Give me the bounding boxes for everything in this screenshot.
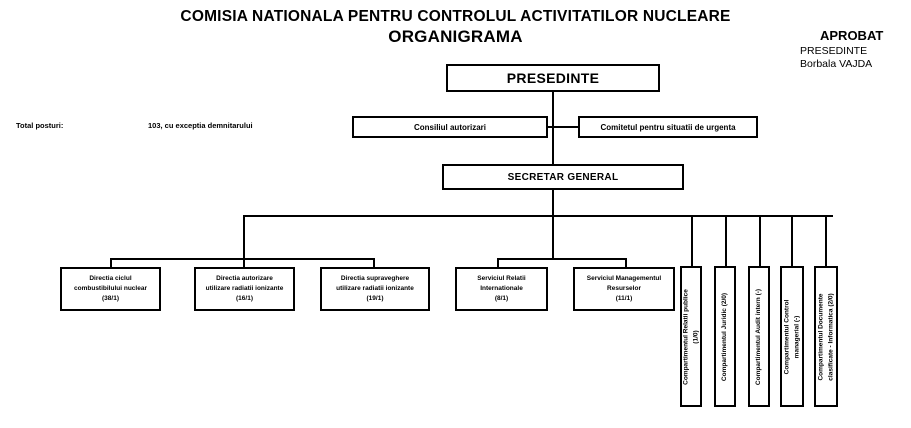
connector-mid-subbus — [497, 258, 627, 260]
dept-count: (8/1) — [494, 295, 509, 303]
connector-main-bus — [243, 215, 833, 217]
total-posts-value: 103, cu exceptia demnitarului — [148, 121, 253, 130]
dept-count: (11/1) — [615, 295, 633, 303]
total-posts-label: Total posturi: — [16, 121, 64, 130]
node-compartimentul-audit-intern[interactable]: Compartimentul Audit intern (-) — [748, 266, 770, 407]
dept-line2: utilizare radiatii ionizante — [336, 284, 414, 292]
dept-line1: Directia supraveghere — [340, 274, 410, 282]
connector-comp-2 — [725, 215, 727, 267]
dept-line1: Directia ciclul — [89, 274, 132, 282]
node-comitetul-situatii-urgenta[interactable]: Comitetul pentru situatii de urgenta — [578, 116, 758, 138]
page-subtitle: ORGANIGRAMA — [388, 27, 523, 46]
connector-dept-5 — [625, 258, 627, 268]
connector-dept-4 — [497, 258, 499, 268]
node-compartimentul-juridic[interactable]: Compartimentul Juridic (2/0) — [714, 266, 736, 407]
node-compartimentul-control-managerial[interactable]: Compartimentul Control managerial (-) — [780, 266, 804, 407]
connector-comp-5 — [825, 215, 827, 267]
connector-left-subbus — [110, 258, 375, 260]
connector-center-to-committee — [552, 126, 580, 128]
connector-mid-drop — [552, 215, 554, 260]
vbox-text: Compartimentul Juridic (2/0) — [720, 292, 730, 380]
vbox-text: Compartimentul Audit intern (-) — [754, 288, 764, 384]
vbox-text: Compartimentul Documente clasificate - I… — [816, 293, 836, 380]
connector-comp-1 — [691, 215, 693, 267]
node-directia-ciclul-combustibilului[interactable]: Directia ciclul combustibilului nuclear … — [60, 267, 161, 311]
connector-left-drop — [243, 215, 245, 260]
connector-president-down — [552, 92, 554, 127]
comp-line2: managerial (-) — [793, 315, 800, 358]
dept-line1: Serviciul Managementul — [586, 274, 662, 282]
connector-dept-3 — [373, 258, 375, 268]
comp-line1: Compartimentul Documente — [817, 292, 825, 381]
dept-line1: Serviciul Relatii — [477, 274, 526, 282]
dept-line2: Internationale — [480, 284, 523, 292]
dept-count: (16/1) — [236, 295, 253, 303]
connector-dept-1 — [110, 258, 112, 268]
dept-count: (19/1) — [366, 295, 384, 303]
node-compartimentul-documente-clasificate[interactable]: Compartimentul Documente clasificate - I… — [814, 266, 838, 407]
approval-block: APROBAT PRESEDINTE Borbala VAJDA — [800, 28, 910, 70]
dept-line2: utilizare radiatii ionizante — [205, 284, 284, 292]
dept-count: (38/1) — [102, 295, 119, 303]
node-consiliul-autorizari[interactable]: Consiliul autorizari — [352, 116, 548, 138]
node-presedinte[interactable]: PRESEDINTE — [446, 64, 660, 92]
connector-comp-3 — [759, 215, 761, 267]
connector-council-to-center — [547, 126, 555, 128]
node-serviciul-relatii-internationale[interactable]: Serviciul Relatii Internationale (8/1) — [455, 267, 548, 311]
comp-line1: Compartimentul Juridic (2/0) — [721, 292, 729, 381]
node-secretar-general[interactable]: SECRETAR GENERAL — [442, 164, 684, 190]
dept-line1: Directia autorizare — [216, 274, 273, 282]
approval-role: PRESEDINTE — [800, 45, 868, 57]
approval-title: APROBAT — [820, 28, 884, 43]
dept-line2: combustibilului nuclear — [74, 284, 147, 292]
comp-line1: Compartimentul Control — [783, 299, 791, 374]
connector-secretary-down — [552, 190, 554, 216]
vbox-text: Compartimentul Control managerial (-) — [782, 299, 802, 374]
node-directia-autorizare[interactable]: Directia autorizare utilizare radiatii i… — [194, 267, 295, 311]
page-title: COMISIA NATIONALA PENTRU CONTROLUL ACTIV… — [180, 8, 731, 25]
connector-comp-4 — [791, 215, 793, 267]
comp-line2: clasificate - Informatica (2/0) — [827, 292, 834, 381]
comp-line1: Compartimentul Relatii publice — [682, 288, 690, 385]
connector-center-to-secretary — [552, 126, 554, 166]
node-serviciul-managementul-resurselor[interactable]: Serviciul Managementul Resurselor (11/1) — [573, 267, 675, 311]
connector-dept-2 — [243, 258, 245, 268]
vbox-text: Compartimentul Relatii publice (1/0) — [682, 288, 700, 385]
node-directia-supraveghere[interactable]: Directia supraveghere utilizare radiatii… — [320, 267, 430, 311]
approval-name: Borbala VAJDA — [800, 58, 873, 70]
comp-line2: (1/0) — [692, 329, 699, 344]
node-compartimentul-relatii-publice[interactable]: Compartimentul Relatii publice (1/0) — [680, 266, 702, 407]
dept-line2: Resurselor — [607, 284, 641, 292]
comp-line1: Compartimentul Audit intern (-) — [755, 288, 763, 385]
